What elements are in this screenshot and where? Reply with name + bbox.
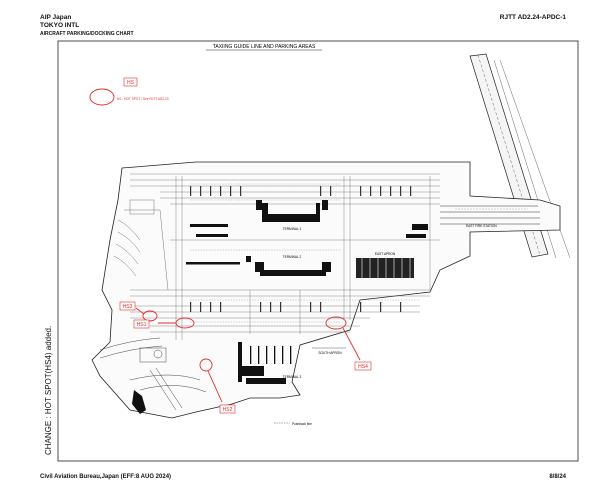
hotspot-legend-circle <box>89 88 115 106</box>
footer-page: 8/8/24 <box>549 474 566 480</box>
pushback-label: Pushback line <box>292 422 312 426</box>
hotspot-hs2-label: HS2 <box>223 407 233 413</box>
header-block: AIP Japan TOKYO INTL AIRCRAFT PARKING/DO… <box>40 14 134 38</box>
chart-title: TAXIING GUIDE LINE AND PARKING AREAS <box>213 44 316 50</box>
hotspot-hs2-circle <box>199 358 213 372</box>
hotspot-hs4-label: HS4 <box>358 364 368 370</box>
chart-name: AIRCRAFT PARKING/DOCKING CHART <box>40 31 134 37</box>
footer-issuer: Civil Aviation Bureau,Japan (EFF:8 AUG 2… <box>40 474 172 480</box>
aip-label: AIP Japan <box>40 14 72 21</box>
hotspot-labels: HS HS : HOT SPOT / See RJTT AD2.23 HS3 H… <box>117 77 372 414</box>
east-apron: EAST APRON <box>356 252 414 278</box>
hotspot-note: HS : HOT SPOT / See RJTT AD2.23 <box>117 97 169 101</box>
hotspot-hs3-label: HS3 <box>123 304 133 310</box>
stand-markers <box>190 186 412 312</box>
south-west-taxiways <box>99 337 207 411</box>
hotspot-hs1-label: HS1 <box>137 322 147 328</box>
terminal-2-label: TERMINAL 2 <box>283 255 302 259</box>
east-apron-label: EAST APRON <box>375 252 396 256</box>
south-apron-label: SOUTH APRON <box>318 351 342 355</box>
terminal-1: TERMINAL 1 <box>256 200 328 231</box>
hotspot-hs4-circle <box>325 316 347 330</box>
terminal-3: TERMINAL 3 <box>238 342 302 384</box>
satellite-blocks <box>186 224 428 265</box>
west-parking <box>113 199 169 291</box>
chart-frame <box>57 40 579 462</box>
terminal-2: TERMINAL 2 <box>255 255 331 276</box>
taxi-lines <box>130 173 440 340</box>
terminal-1-label: TERMINAL 1 <box>283 227 302 231</box>
hotspot-markers <box>89 88 361 403</box>
chart-id: RJTT AD2.24-APDC-1 <box>499 14 566 21</box>
hotspot-hs3-circle <box>142 310 158 322</box>
east-connector <box>440 205 540 225</box>
terminal-3-label: TERMINAL 3 <box>283 375 302 379</box>
south-hangar <box>132 390 146 414</box>
pushback-legend: Pushback line <box>274 422 312 426</box>
hotspot-legend-label: HS <box>127 80 135 86</box>
south-apron: SOUTH APRON <box>312 347 346 355</box>
airport-name: TOKYO INTL <box>40 22 80 29</box>
fire-station-label: EAST FIRE STATION <box>466 224 497 228</box>
